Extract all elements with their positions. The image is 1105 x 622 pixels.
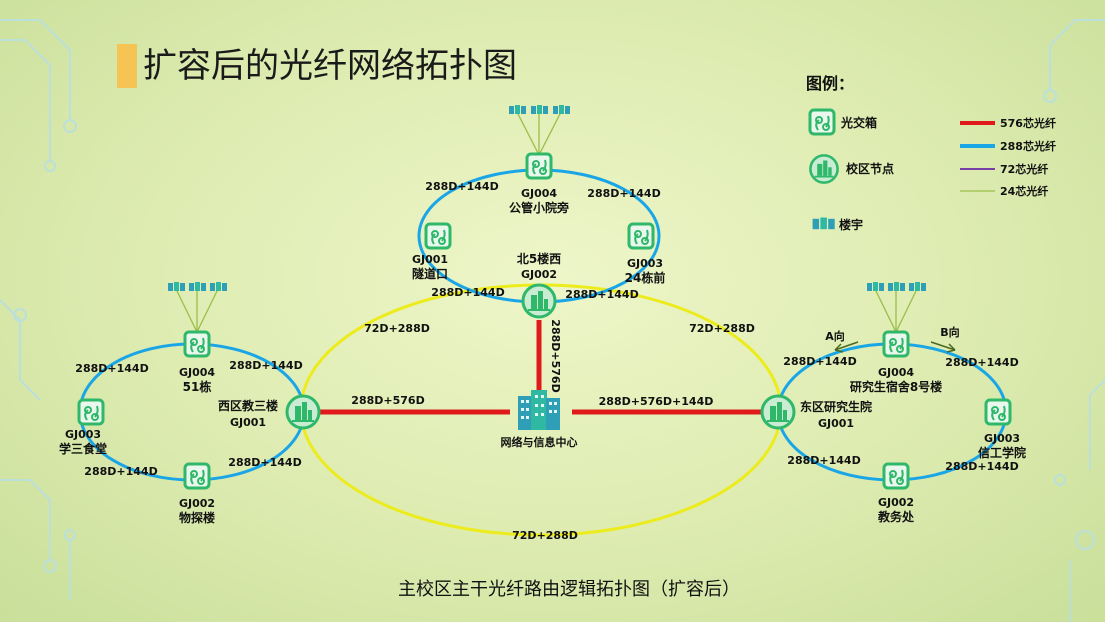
north-box-gj001-icon bbox=[424, 222, 452, 250]
east-seg-br: 288D+144D bbox=[945, 460, 1018, 473]
north-box-gj004-icon bbox=[525, 152, 553, 180]
north-campus-node-icon bbox=[521, 283, 557, 319]
arrowhead-icon bbox=[834, 343, 844, 353]
building-icon bbox=[553, 105, 570, 114]
north-box-top-name: 公管小院旁 bbox=[509, 200, 569, 215]
north-node-id: GJ002 bbox=[521, 268, 557, 281]
east-box-gj004-icon bbox=[882, 330, 910, 358]
east-box-right-id: GJ003 bbox=[984, 432, 1020, 445]
legend-building-label: 楼宇 bbox=[839, 217, 863, 232]
east-box-gj003-icon bbox=[984, 398, 1012, 426]
legend-node-icon bbox=[809, 154, 839, 184]
legend-box-icon bbox=[808, 108, 836, 136]
west-box-left-name: 学三食堂 bbox=[59, 441, 107, 456]
link-west-label: 288D+576D bbox=[351, 394, 424, 407]
title-accent-bar bbox=[117, 44, 137, 88]
building-icon bbox=[189, 282, 206, 291]
east-node-id: GJ001 bbox=[818, 417, 854, 430]
legend-building-icon bbox=[812, 217, 835, 230]
east-dir-b: B向 bbox=[940, 325, 959, 339]
east-box-bottom-id: GJ002 bbox=[878, 496, 914, 509]
west-seg-tl: 288D+144D bbox=[75, 362, 148, 375]
west-node-name: 西区教三楼 bbox=[218, 398, 278, 413]
legend-576-label: 576芯光纤 bbox=[1000, 116, 1056, 130]
link-north-label: 288D+576D bbox=[549, 319, 562, 392]
west-box-left-id: GJ003 bbox=[65, 428, 101, 441]
east-box-top-id: GJ004 bbox=[878, 366, 914, 379]
direction-b-arrow bbox=[930, 341, 956, 351]
north-box-left-id: GJ001 bbox=[412, 253, 448, 266]
north-box-top-id: GJ004 bbox=[521, 187, 557, 200]
west-campus-node-icon bbox=[285, 394, 321, 430]
north-box-right-id: GJ003 bbox=[627, 257, 663, 270]
ring-label-bottom: 72D+288D bbox=[512, 529, 578, 542]
legend-72-label: 72芯光纤 bbox=[1000, 162, 1048, 176]
east-campus-node-icon bbox=[760, 394, 796, 430]
data-center-label: 网络与信息中心 bbox=[501, 435, 578, 449]
diagram-caption: 主校区主干光纤路由逻辑拓扑图（扩容后） bbox=[398, 579, 740, 600]
east-box-gj002-icon bbox=[882, 462, 910, 490]
east-seg-tr: 288D+144D bbox=[945, 356, 1018, 369]
north-box-left-name: 隧道口 bbox=[412, 266, 448, 281]
east-node-name: 东区研究生院 bbox=[800, 399, 872, 414]
west-node-id: GJ001 bbox=[230, 416, 266, 429]
west-seg-bl: 288D+144D bbox=[84, 465, 157, 478]
west-seg-br: 288D+144D bbox=[228, 456, 301, 469]
legend-24-label: 24芯光纤 bbox=[1000, 184, 1048, 198]
fiber-24-fan-north bbox=[516, 111, 562, 156]
legend-box-label: 光交箱 bbox=[840, 115, 877, 130]
east-dir-a: A向 bbox=[825, 329, 845, 343]
legend: 图例： 光交箱 校区节点 楼宇 576芯光纤 288芯光纤 72芯光纤 24芯光… bbox=[806, 74, 1056, 232]
building-icon bbox=[888, 282, 905, 291]
arrowhead-icon bbox=[946, 343, 956, 353]
link-east-label: 288D+576D+144D bbox=[599, 395, 714, 408]
west-box-bottom-name: 物探楼 bbox=[179, 510, 215, 525]
east-box-bottom-name: 教务处 bbox=[877, 509, 915, 524]
east-box-top-name: 研究生宿舍8号楼 bbox=[850, 379, 942, 394]
west-box-top-id: GJ004 bbox=[179, 366, 215, 379]
page-title: 扩容后的光纤网络拓扑图 bbox=[143, 46, 517, 86]
east-seg-tl: 288D+144D bbox=[783, 355, 856, 368]
west-box-gj003-icon bbox=[77, 398, 105, 426]
building-icon bbox=[210, 282, 227, 291]
legend-node-label: 校区节点 bbox=[846, 161, 894, 176]
fiber-24-fan-west bbox=[175, 288, 219, 333]
east-seg-bl: 288D+144D bbox=[787, 454, 860, 467]
north-seg-br: 288D+144D bbox=[565, 288, 638, 301]
north-box-right-name: 24栋前 bbox=[625, 270, 666, 285]
east-box-right-name: 信工学院 bbox=[978, 445, 1026, 460]
west-box-top-name: 51栋 bbox=[183, 379, 212, 394]
north-node-name: 北5楼西 bbox=[517, 251, 561, 266]
building-icon bbox=[168, 282, 185, 291]
direction-a-arrow bbox=[834, 341, 859, 351]
north-seg-tl: 288D+144D bbox=[425, 180, 498, 193]
west-box-bottom-id: GJ002 bbox=[179, 497, 215, 510]
building-icon bbox=[531, 105, 548, 114]
west-seg-tr: 288D+144D bbox=[229, 359, 302, 372]
ring-label-top-right: 72D+288D bbox=[689, 322, 755, 335]
building-icon bbox=[867, 282, 884, 291]
north-seg-tr: 288D+144D bbox=[587, 187, 660, 200]
north-box-gj003-icon bbox=[627, 222, 655, 250]
legend-288-label: 288芯光纤 bbox=[1000, 139, 1056, 153]
data-center-icon bbox=[518, 390, 560, 430]
fiber-24-fan-east bbox=[874, 288, 918, 333]
building-icon bbox=[509, 105, 526, 114]
ring-label-top-left: 72D+288D bbox=[364, 322, 430, 335]
legend-title: 图例： bbox=[806, 74, 854, 93]
west-box-gj002-icon bbox=[183, 462, 211, 490]
building-icon bbox=[909, 282, 926, 291]
north-seg-bl: 288D+144D bbox=[431, 286, 504, 299]
west-box-gj004-icon bbox=[183, 330, 211, 358]
